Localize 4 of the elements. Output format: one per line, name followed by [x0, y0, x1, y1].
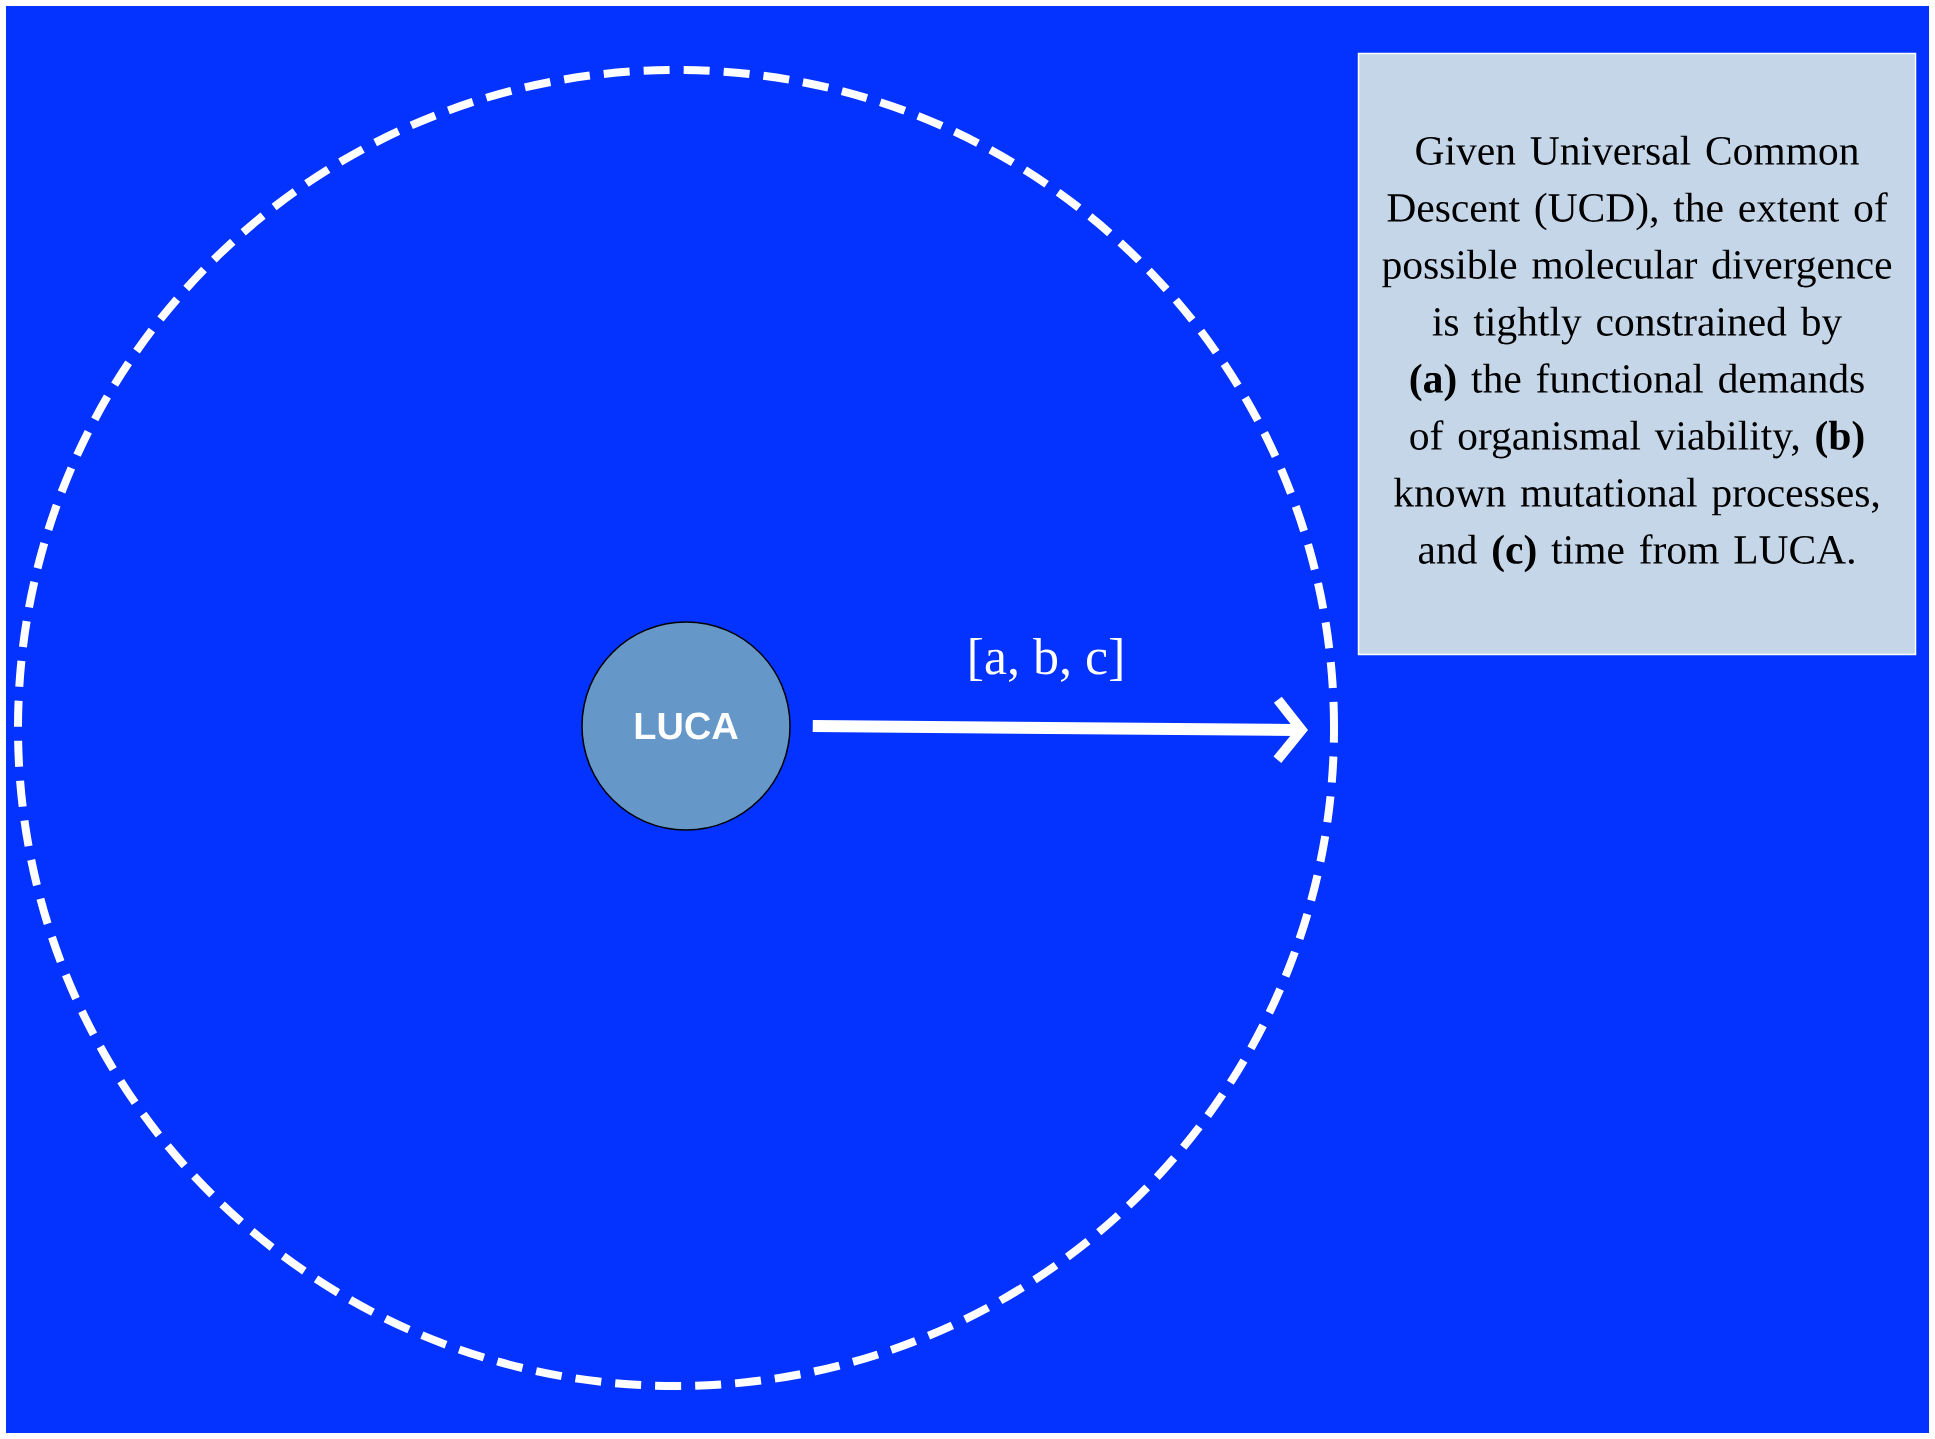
edge-label: [a, b, c] [970, 637, 1122, 683]
text-box: Given Universal Common Descent (UCD), the extent of possible molecular divergence is tightly constrained by (a) the functional demands of organismal viability, (b) known mutational processes, and (c) time from LUCA. [1357, 52, 1917, 656]
dashed-circle [14, 66, 1338, 1390]
arrow [812, 696, 1308, 763]
